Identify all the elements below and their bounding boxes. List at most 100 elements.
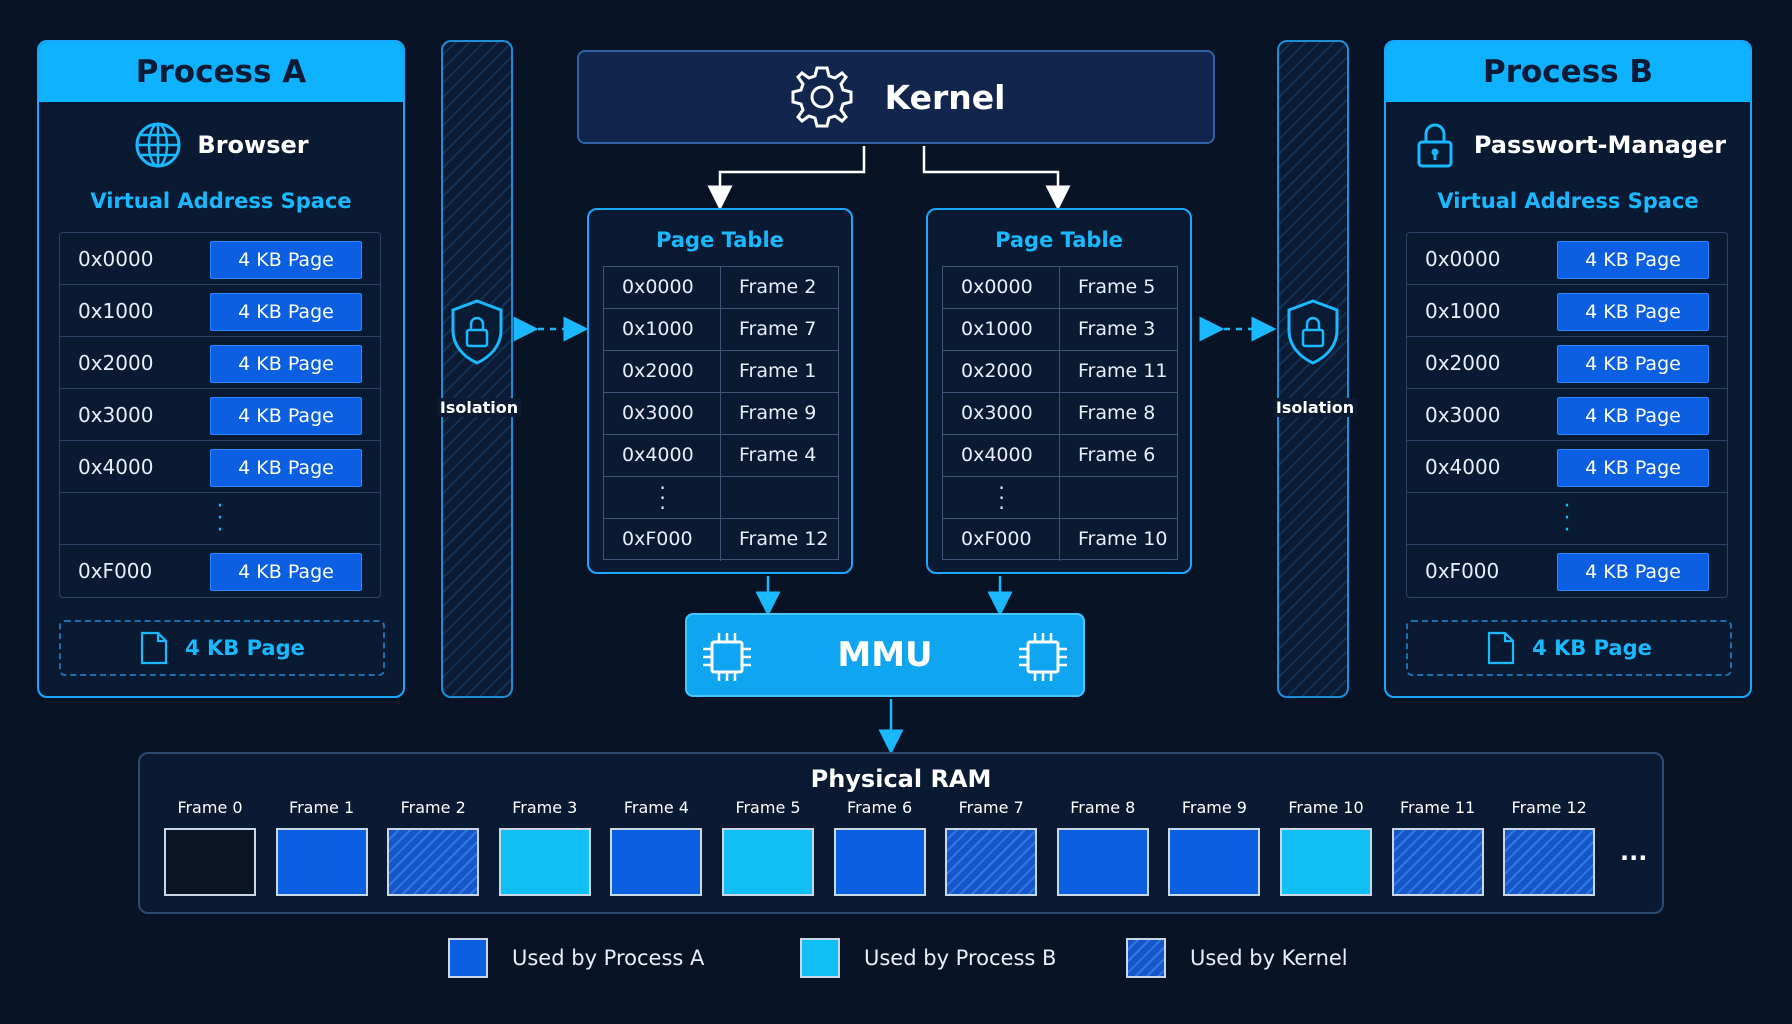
- vas-address: 0x2000: [1425, 351, 1501, 375]
- pt-address: 0x0000: [943, 267, 1060, 308]
- process-a-title: Process A: [39, 42, 403, 102]
- ram-frame-box: [275, 828, 368, 896]
- ram-frame-label: Frame 9: [1181, 798, 1247, 817]
- pt-address: 0x2000: [943, 351, 1060, 392]
- page-table-title: Page Table: [995, 228, 1123, 252]
- kernel-label: Kernel: [884, 77, 1006, 117]
- pt-address: 0x0000: [604, 267, 721, 308]
- pt-address: 0x1000: [943, 309, 1060, 350]
- process-b-vas-title: Virtual Address Space: [1437, 189, 1699, 213]
- ram-frame-box: [1391, 828, 1484, 896]
- vas-address: 0xF000: [78, 559, 153, 583]
- vas-address: 0x1000: [1425, 299, 1501, 323]
- vas-page: 4 KB Page: [1557, 241, 1709, 279]
- pt-frame: Frame 11: [1078, 360, 1168, 382]
- ram-more-ellipsis: ...: [1620, 838, 1648, 866]
- ram-frame-label: Frame 4: [623, 798, 689, 817]
- legend-label: Used by Kernel: [1190, 946, 1348, 970]
- process-b-page-legend: 4 KB Page: [1406, 620, 1732, 676]
- page-table-ellipsis-row: ···: [943, 477, 1177, 519]
- kernel-to-pt-b-arrow: [922, 146, 1071, 211]
- ram-frame-label: Frame 8: [1070, 798, 1136, 817]
- pt-address: 0x4000: [604, 435, 721, 476]
- ram-frame-box: [1280, 828, 1372, 896]
- pt-frame: Frame 8: [1078, 402, 1156, 424]
- kernel-box: Kernel: [577, 50, 1215, 144]
- process-a-vas-title: Virtual Address Space: [90, 189, 352, 213]
- pt-frame: Frame 10: [1078, 528, 1168, 550]
- pt-frame: Frame 9: [739, 402, 817, 424]
- ram-frame-label: Frame 1: [289, 798, 355, 817]
- process-b-title: Process B: [1386, 42, 1750, 102]
- vertical-ellipsis-icon: ···: [998, 476, 1005, 520]
- chip-icon: [1019, 633, 1067, 681]
- pt-frame: Frame 6: [1078, 444, 1156, 466]
- pt-frame: Frame 7: [739, 318, 817, 340]
- ram-frame-label: Frame 12: [1511, 798, 1587, 817]
- vertical-ellipsis-icon: ···: [1563, 494, 1571, 543]
- vas-page: 4 KB Page: [1557, 345, 1709, 383]
- vas-page: 4 KB Page: [210, 397, 362, 435]
- legend-swatch-process-a: [448, 938, 488, 978]
- ram-frame-box: [498, 828, 591, 896]
- process-b-app: Passwort-Manager: [1386, 120, 1750, 170]
- ram-frame-box: [1056, 828, 1149, 896]
- vas-page: 4 KB Page: [210, 449, 362, 487]
- vas-page: 4 KB Page: [1557, 449, 1709, 487]
- vertical-ellipsis-icon: ···: [216, 494, 224, 543]
- process-a-panel: Process A Browser Virtual Address Space …: [37, 40, 405, 698]
- legend-process-a: Used by Process A: [448, 938, 704, 978]
- ram-frame-box: [833, 828, 926, 896]
- pt-ellipsis-cell: ···: [604, 477, 721, 518]
- legend-kernel: Used by Kernel: [1126, 938, 1348, 978]
- page-table-row: 0x1000 Frame 3: [943, 309, 1177, 351]
- ram-frame-label: Frame 2: [400, 798, 466, 817]
- legend-process-b: Used by Process B: [800, 938, 1056, 978]
- vas-page: 4 KB Page: [210, 553, 362, 591]
- vas-address: 0x1000: [78, 299, 154, 323]
- pt-frame: Frame 12: [739, 528, 829, 550]
- page-legend-label: 4 KB Page: [1532, 636, 1652, 660]
- pt-empty-cell: [1060, 477, 1179, 518]
- pt-frame: Frame 3: [1078, 318, 1156, 340]
- vas-address: 0x4000: [1425, 455, 1501, 479]
- document-icon: [1487, 631, 1515, 665]
- vas-address: 0x3000: [1425, 403, 1501, 427]
- legend-swatch-process-b: [800, 938, 840, 978]
- pt-address: 0x2000: [604, 351, 721, 392]
- ram-frame-label: Frame 11: [1399, 798, 1476, 817]
- kernel-to-pt-a-arrow: [707, 146, 866, 211]
- vas-address: 0x0000: [78, 247, 154, 271]
- vas-page: 4 KB Page: [1557, 553, 1709, 591]
- isolation-right-bar: Isolation: [1273, 40, 1357, 698]
- ram-frame-label: Frame 10: [1288, 798, 1364, 817]
- vas-page: 4 KB Page: [1557, 293, 1709, 331]
- lock-icon: [1417, 123, 1453, 168]
- process-b-app-name: Passwort-Manager: [1473, 131, 1727, 159]
- legend-swatch-kernel: [1126, 938, 1166, 978]
- vas-address: 0x2000: [78, 351, 154, 375]
- page-table-row: 0x2000 Frame 11: [943, 351, 1177, 393]
- page-table-ellipsis-row: ···: [604, 477, 838, 519]
- pt-address: 0x3000: [943, 393, 1060, 434]
- shield-lock-icon: [1287, 299, 1339, 365]
- vas-ellipsis-row: ···: [60, 493, 380, 545]
- ram-frame-box: [387, 828, 480, 896]
- vas-page: 4 KB Page: [210, 345, 362, 383]
- ram-title: Physical RAM: [810, 765, 992, 793]
- vas-address: 0x0000: [1425, 247, 1501, 271]
